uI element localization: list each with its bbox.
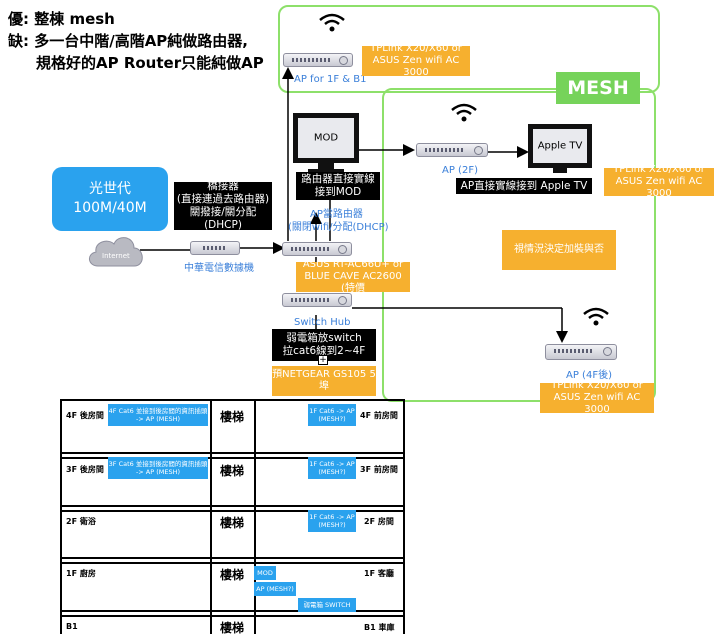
cons-note-line2: 規格好的AP Router只能純做AP: [36, 54, 264, 72]
room-2f: 2F 房間: [364, 517, 394, 526]
note-2f-room: 1F Cat6 -> AP (MESH?): [308, 510, 356, 532]
cons-note-line1: 缺: 多一台中階/高階AP純做路由器,: [8, 32, 249, 50]
mod-monitor-stand: [318, 163, 334, 169]
ap-top-wifi-icon: [319, 13, 345, 32]
ap-4f-model-line1: TPLink X20/X60 or: [551, 380, 643, 391]
modem-desc-line3: 關撥接/關分配(DHCP): [189, 206, 257, 231]
router-model-line1: ASUS RT-AC66U+ or: [302, 259, 404, 270]
ap-top-model-line2: ASUS Zen wifi AC 3000: [372, 55, 460, 78]
ap-2f-label: AP (2F): [442, 165, 478, 176]
note-1f-ap: AP (MESH?): [254, 582, 296, 596]
mod-screen-label: MOD: [313, 132, 339, 144]
room-2f-bath: 2F 衛浴: [66, 517, 96, 526]
ap-2f-wifi-icon: [451, 103, 477, 122]
room-3f-back: 3F 後房間: [66, 465, 104, 474]
stairs-3f: 樓梯: [220, 464, 245, 478]
stairs-1f: 樓梯: [220, 568, 245, 582]
router-label-line2: (關閉wifi/分配(DHCP): [288, 222, 389, 233]
room-1f-kitchen: 1F 廚房: [66, 569, 96, 578]
switch-model-line1: 預NETGEAR GS105 5: [272, 369, 376, 380]
room-b1-garage: B1 車庫: [364, 623, 395, 632]
mod-monitor: MOD: [293, 113, 359, 163]
ap-2f-desc-text: AP直接實線接到 Apple TV: [460, 179, 588, 192]
optional-note: 視情況決定加裝與否: [502, 230, 616, 270]
isp-speed: 100M/40M: [73, 200, 147, 216]
modem-desc-line2: (直接連過去路由器): [176, 193, 270, 205]
router-model-line2: BLUE CAVE AC2600 (特價: [304, 271, 402, 294]
floor-plan: [60, 399, 405, 634]
ap-4f-model: TPLink X20/X60 or ASUS Zen wifi AC 3000: [540, 380, 654, 415]
ap-2f-model-line2: ASUS Zen wifi AC 3000: [615, 176, 703, 199]
ap-2f-description: AP直接實線接到 Apple TV: [456, 178, 592, 194]
mesh-label: MESH: [556, 72, 640, 104]
appletv-monitor: Apple TV: [528, 124, 592, 168]
room-1f-living: 1F 客廳: [364, 569, 394, 578]
switch-description: 弱電箱放switch 拉cat6線到2~4F: [272, 329, 376, 361]
ap-top-label: AP for 1F & B1: [294, 74, 367, 85]
note-4f-back: 4F Cat6 並接到後房間的資訊插頭 -> AP (MESH): [108, 404, 208, 426]
note-1f-mod: MOD: [254, 566, 276, 580]
router-model: ASUS RT-AC66U+ or BLUE CAVE AC2600 (特價: [296, 259, 410, 294]
notes: 優: 整棟 mesh 缺: 多一台中階/高階AP純做路由器, 規格好的AP Ro…: [8, 8, 264, 74]
stairs-2f: 樓梯: [220, 516, 245, 530]
mod-desc-line2: 接到MOD: [314, 186, 362, 198]
ap-2f-model: TPLink X20/X60 or ASUS Zen wifi AC 3000: [604, 164, 714, 199]
stairs-4f: 樓梯: [220, 410, 245, 424]
isp-badge: 光世代 100M/40M: [52, 167, 168, 231]
optional-note-text: 視情況決定加裝與否: [514, 244, 604, 255]
ap-4f-device: [545, 344, 617, 360]
appletv-stand: [553, 168, 567, 173]
switch-label: Switch Hub: [294, 317, 351, 328]
switch-desc-line2: 拉cat6線到2~4F: [282, 345, 366, 357]
switch-model: 預NETGEAR GS105 5 埠: [272, 366, 376, 396]
ap-4f-wifi-icon: [583, 307, 609, 326]
internet-cloud-icon: [89, 237, 143, 267]
stairs-b1: 樓梯: [220, 621, 245, 635]
ap-top-device: [283, 53, 353, 67]
switch-desc-line1: 弱電箱放switch: [286, 332, 362, 344]
note-1f-switch: 弱電箱 SWITCH: [298, 598, 356, 612]
modem-label: 中華電信數據機: [184, 263, 254, 274]
top-ap-region: [278, 5, 660, 93]
room-3f-front: 3F 前房間: [360, 465, 398, 474]
room-b1: B1: [66, 622, 78, 631]
ap-4f-label: AP (4F後): [566, 370, 612, 381]
switch-model-line2: 埠: [319, 381, 329, 392]
mod-monitor-base: [308, 169, 344, 172]
router-label-line1: AP當路由器: [310, 209, 363, 220]
appletv-screen-label: Apple TV: [537, 140, 583, 152]
ap-2f-model-line1: TPLink X20/X60 or: [613, 164, 705, 175]
ap-4f-model-line2: ASUS Zen wifi AC 3000: [553, 392, 641, 415]
modem-description: 橋接器 (直接連過去路由器) 關撥接/關分配(DHCP): [174, 180, 272, 231]
ap-top-model: TPLink X20/X60 or ASUS Zen wifi AC 3000: [362, 43, 470, 78]
internet-label: Internet: [102, 252, 130, 260]
router-device: [282, 242, 352, 256]
note-4f-front: 1F Cat6 -> AP (MESH?): [308, 404, 356, 426]
mesh-region: [382, 88, 656, 402]
ap-2f-device: [416, 143, 488, 157]
mod-desc-line1: 路由器直接實線: [301, 173, 375, 185]
modem-desc-line1: 橋接器: [207, 180, 239, 192]
note-3f-back: 3F Cat6 並接到後房間的資訊插頭 -> AP (MESH): [108, 457, 208, 479]
room-4f-back: 4F 後房間: [66, 411, 104, 420]
switch-plus-icon: +: [318, 355, 328, 365]
note-3f-front: 1F Cat6 -> AP (MESH?): [308, 457, 356, 479]
room-4f-front: 4F 前房間: [360, 411, 398, 420]
switch-device: [282, 293, 352, 307]
mod-description: 路由器直接實線 接到MOD: [296, 172, 380, 200]
modem-device: [190, 241, 240, 255]
isp-name: 光世代: [89, 181, 131, 197]
pros-note: 優: 整棟 mesh: [8, 10, 115, 28]
ap-top-model-line1: TPLink X20/X60 or: [370, 43, 462, 54]
